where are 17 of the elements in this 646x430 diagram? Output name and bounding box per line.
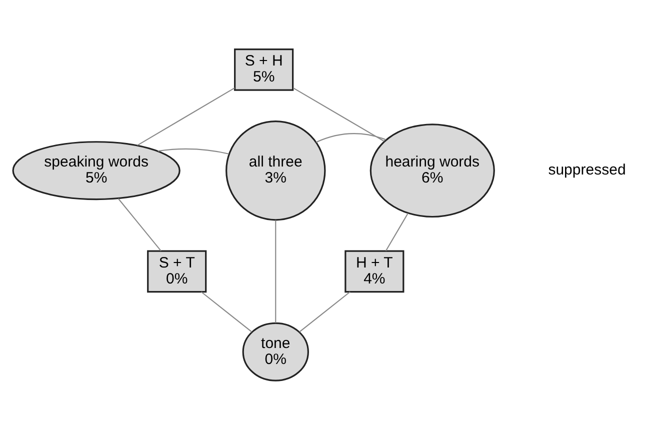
node-box: H + T 4% [344,250,404,293]
node-ellipse: hearing words 6% [370,124,495,218]
connector [200,291,252,332]
connector [137,88,235,146]
label: suppressed [548,162,626,179]
node-ellipse: speaking words 5% [12,141,180,200]
connector [299,291,350,332]
node-circle: all three 3% [226,120,326,221]
connector [292,88,385,142]
node-box: S + H 5% [234,48,294,91]
connector [158,148,229,154]
connector [316,133,386,143]
connector [385,212,408,252]
node-ellipse: tone 0% [242,322,309,382]
connector [118,198,162,252]
node-box: S + T 0% [147,250,207,293]
connector [275,220,276,323]
